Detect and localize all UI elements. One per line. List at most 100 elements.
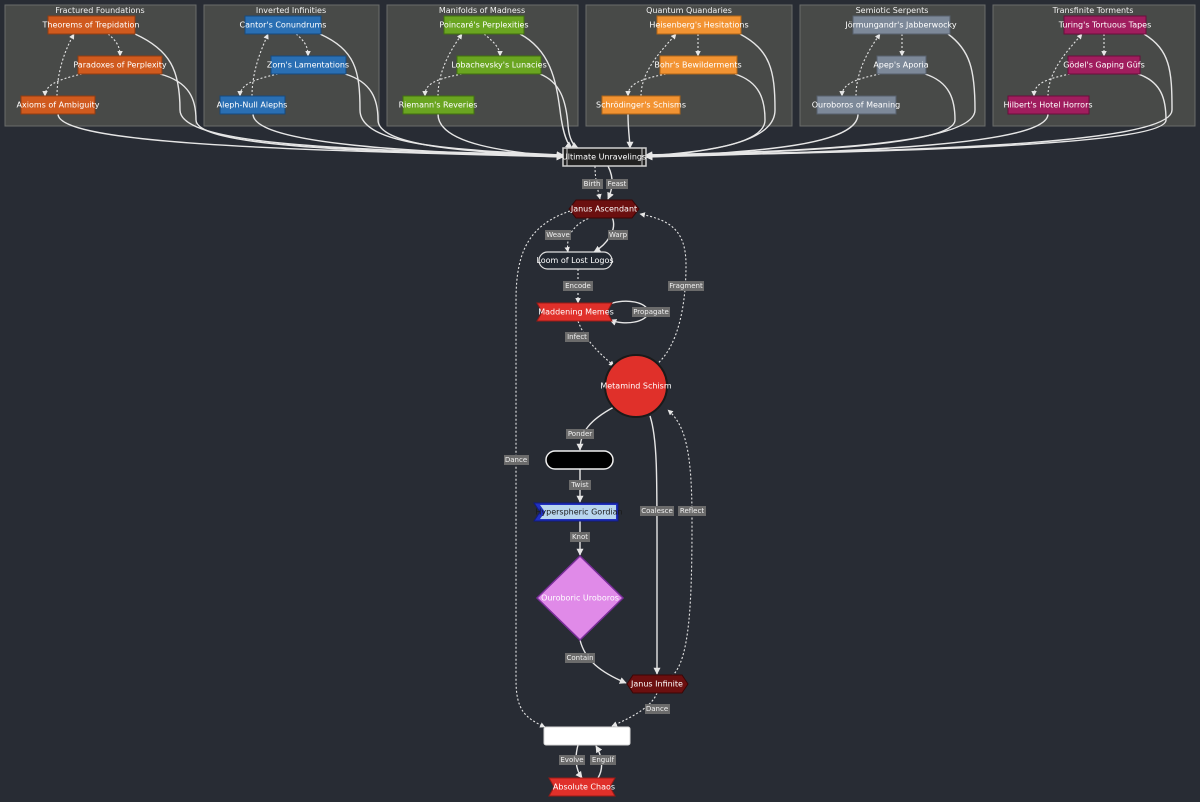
edge-label-dance: Dance bbox=[645, 704, 670, 714]
node-label: Metamind Schism bbox=[600, 382, 672, 391]
node-label: Absolute Chaos bbox=[553, 783, 615, 792]
node-hyperspheric-gordian[interactable]: Hyperspheric Gordian bbox=[533, 502, 623, 522]
node-heisenbergs-hesitations[interactable]: Heisenberg's Hesitations bbox=[649, 15, 749, 35]
node-label: Poincaré's Perplexities bbox=[439, 20, 528, 30]
node-janus-infinite[interactable]: Janus Infinite bbox=[626, 674, 689, 694]
cluster-title: Fractured Foundations bbox=[55, 6, 144, 15]
cluster-internal-edges bbox=[42, 33, 1107, 97]
edge-label-feast: Feast bbox=[606, 179, 628, 189]
node-riemanns-reveries[interactable]: Riemann's Reveries bbox=[399, 95, 478, 115]
cluster-title: Inverted Infinities bbox=[256, 6, 326, 15]
edge-label-contain: Contain bbox=[565, 653, 595, 663]
node-label: Janus Infinite bbox=[630, 680, 683, 689]
node-axioms-of-ambiguity[interactable]: Axioms of Ambiguity bbox=[17, 95, 100, 115]
node-hilberts-hotel-horrors[interactable]: Hilbert's Hotel Horrors bbox=[1003, 95, 1093, 115]
node-label: Apep's Aporia bbox=[873, 61, 928, 70]
node-label: Loom of Lost Logos bbox=[536, 256, 613, 265]
node-label: Hilbert's Hotel Horrors bbox=[1003, 101, 1092, 110]
node-ouroboric-uroboros[interactable]: Ouroboric Uroboros bbox=[535, 554, 625, 642]
node-label: Turing's Tortuous Tapes bbox=[1058, 21, 1152, 30]
node-label: Jörmungandr's Jabberwocky bbox=[844, 21, 956, 30]
node-label: Gödel's Gaping Gūfs bbox=[1063, 61, 1145, 70]
edges-to-ultimate bbox=[57, 33, 1173, 161]
node-aleph-null-alephs[interactable]: Aleph-Null Alephs bbox=[217, 95, 288, 115]
svg-text:Engulf: Engulf bbox=[592, 756, 615, 764]
svg-text:Coalesce: Coalesce bbox=[641, 507, 673, 515]
node-label: Maddening Memes bbox=[538, 308, 614, 317]
edge-labels: Birth Feast Weave Warp Encode Propagate … bbox=[504, 179, 706, 765]
node-label: Ouroboric Uroboros bbox=[541, 594, 619, 603]
edge-label-warp: Warp bbox=[608, 230, 628, 240]
node-schrodingers-schisms[interactable]: Schrödinger's Schisms bbox=[596, 95, 686, 115]
edge-label-fragment: Fragment bbox=[668, 281, 704, 291]
node-apeps-aporia[interactable]: Apep's Aporia bbox=[873, 55, 929, 75]
node-jormungandrs-jabberwocky[interactable]: Jörmungandr's Jabberwocky bbox=[844, 15, 957, 35]
node-janus-ascendant[interactable]: Janus Ascendant bbox=[568, 199, 640, 219]
node-godels-gaping-gufs[interactable]: Gödel's Gaping Gūfs bbox=[1063, 55, 1145, 75]
node-label: Axioms of Ambiguity bbox=[17, 101, 100, 110]
svg-text:Contain: Contain bbox=[566, 654, 593, 662]
svg-text:Ponder: Ponder bbox=[568, 430, 592, 438]
edge-label-reflect: Reflect bbox=[678, 506, 706, 516]
node-label: Ouroboros of Meaning bbox=[812, 101, 901, 110]
edge-label-infect: Infect bbox=[565, 332, 589, 342]
edge-label-knot: Knot bbox=[570, 532, 590, 542]
svg-text:Dance: Dance bbox=[646, 705, 668, 713]
node-blank-black[interactable] bbox=[545, 450, 614, 470]
svg-text:Infect: Infect bbox=[567, 333, 587, 341]
node-ouroboros-of-meaning[interactable]: Ouroboros of Meaning bbox=[812, 95, 901, 115]
edge-label-dance-left: Dance bbox=[504, 455, 529, 465]
edge-label-evolve: Evolve bbox=[559, 755, 585, 765]
node-label: Janus Ascendant bbox=[570, 205, 637, 214]
node-paradoxes-of-perplexity[interactable]: Paradoxes of Perplexity bbox=[73, 55, 167, 75]
node-label: Riemann's Reveries bbox=[399, 101, 478, 110]
edge-label-birth: Birth bbox=[582, 179, 603, 189]
node-label: Heisenberg's Hesitations bbox=[649, 21, 748, 30]
cluster-title: Quantum Quandaries bbox=[646, 6, 732, 15]
cluster-title: Manifolds of Madness bbox=[439, 6, 525, 15]
node-lobachevskys-lunacies[interactable]: Lobachevsky's Lunacies bbox=[451, 55, 547, 75]
edge-label-propagate: Propagate bbox=[632, 307, 670, 317]
svg-text:Fragment: Fragment bbox=[669, 282, 703, 290]
node-label: Bohr's Bewilderments bbox=[654, 61, 741, 70]
node-cantors-conundrums[interactable]: Cantor's Conundrums bbox=[240, 15, 327, 35]
node-label: Lobachevsky's Lunacies bbox=[451, 61, 547, 70]
svg-text:Knot: Knot bbox=[572, 533, 588, 541]
svg-text:Warp: Warp bbox=[609, 231, 628, 239]
node-maddening-memes[interactable]: Maddening Memes bbox=[536, 302, 614, 322]
node-absolute-chaos[interactable]: Absolute Chaos bbox=[548, 777, 616, 797]
node-label: Schrödinger's Schisms bbox=[596, 101, 686, 110]
cluster-title: Transfinite Torments bbox=[1052, 6, 1134, 15]
node-metamind-schism[interactable]: Metamind Schism bbox=[600, 354, 672, 418]
svg-text:Evolve: Evolve bbox=[560, 756, 583, 764]
edge-label-twist: Twist bbox=[569, 480, 591, 490]
svg-text:Encode: Encode bbox=[565, 282, 591, 290]
svg-text:Weave: Weave bbox=[546, 231, 570, 239]
edge-label-coalesce: Coalesce bbox=[640, 506, 674, 516]
node-label: Aleph-Null Alephs bbox=[217, 101, 288, 110]
node-theorems-of-trepidation[interactable]: Theorems of Trepidation bbox=[42, 15, 140, 35]
node-label: Theorems of Trepidation bbox=[42, 21, 140, 30]
svg-text:Propagate: Propagate bbox=[633, 308, 669, 316]
svg-text:Birth: Birth bbox=[584, 180, 601, 188]
svg-text:Dance: Dance bbox=[505, 456, 527, 464]
node-label: Zorn's Lamentations bbox=[267, 61, 349, 70]
svg-text:Reflect: Reflect bbox=[680, 507, 704, 515]
node-label: Cantor's Conundrums bbox=[240, 21, 327, 30]
node-loom-of-lost-logos[interactable]: Loom of Lost Logos bbox=[536, 251, 614, 270]
cluster-title: Semiotic Serpents bbox=[856, 6, 929, 15]
node-ultimate-unravelings[interactable]: Ultimate Unravelings bbox=[562, 147, 647, 167]
edge-label-ponder: Ponder bbox=[566, 429, 594, 439]
node-label: Ultimate Unravelings bbox=[562, 153, 646, 162]
node-label: Hyperspheric Gordian bbox=[535, 508, 622, 517]
edge-label-encode: Encode bbox=[563, 281, 593, 291]
node-blank-white[interactable] bbox=[543, 726, 631, 746]
edge-label-engulf: Engulf bbox=[590, 755, 616, 765]
node-zorns-lamentations[interactable]: Zorn's Lamentations bbox=[267, 55, 349, 75]
svg-text:Feast: Feast bbox=[608, 180, 627, 188]
node-turings-tortuous-tapes[interactable]: Turing's Tortuous Tapes bbox=[1058, 15, 1152, 35]
node-poincares-perplexities[interactable]: Poincaré's Perplexities bbox=[439, 15, 529, 35]
node-label: Paradoxes of Perplexity bbox=[73, 61, 167, 70]
node-bohrs-bewilderments[interactable]: Bohr's Bewilderments bbox=[654, 55, 742, 75]
